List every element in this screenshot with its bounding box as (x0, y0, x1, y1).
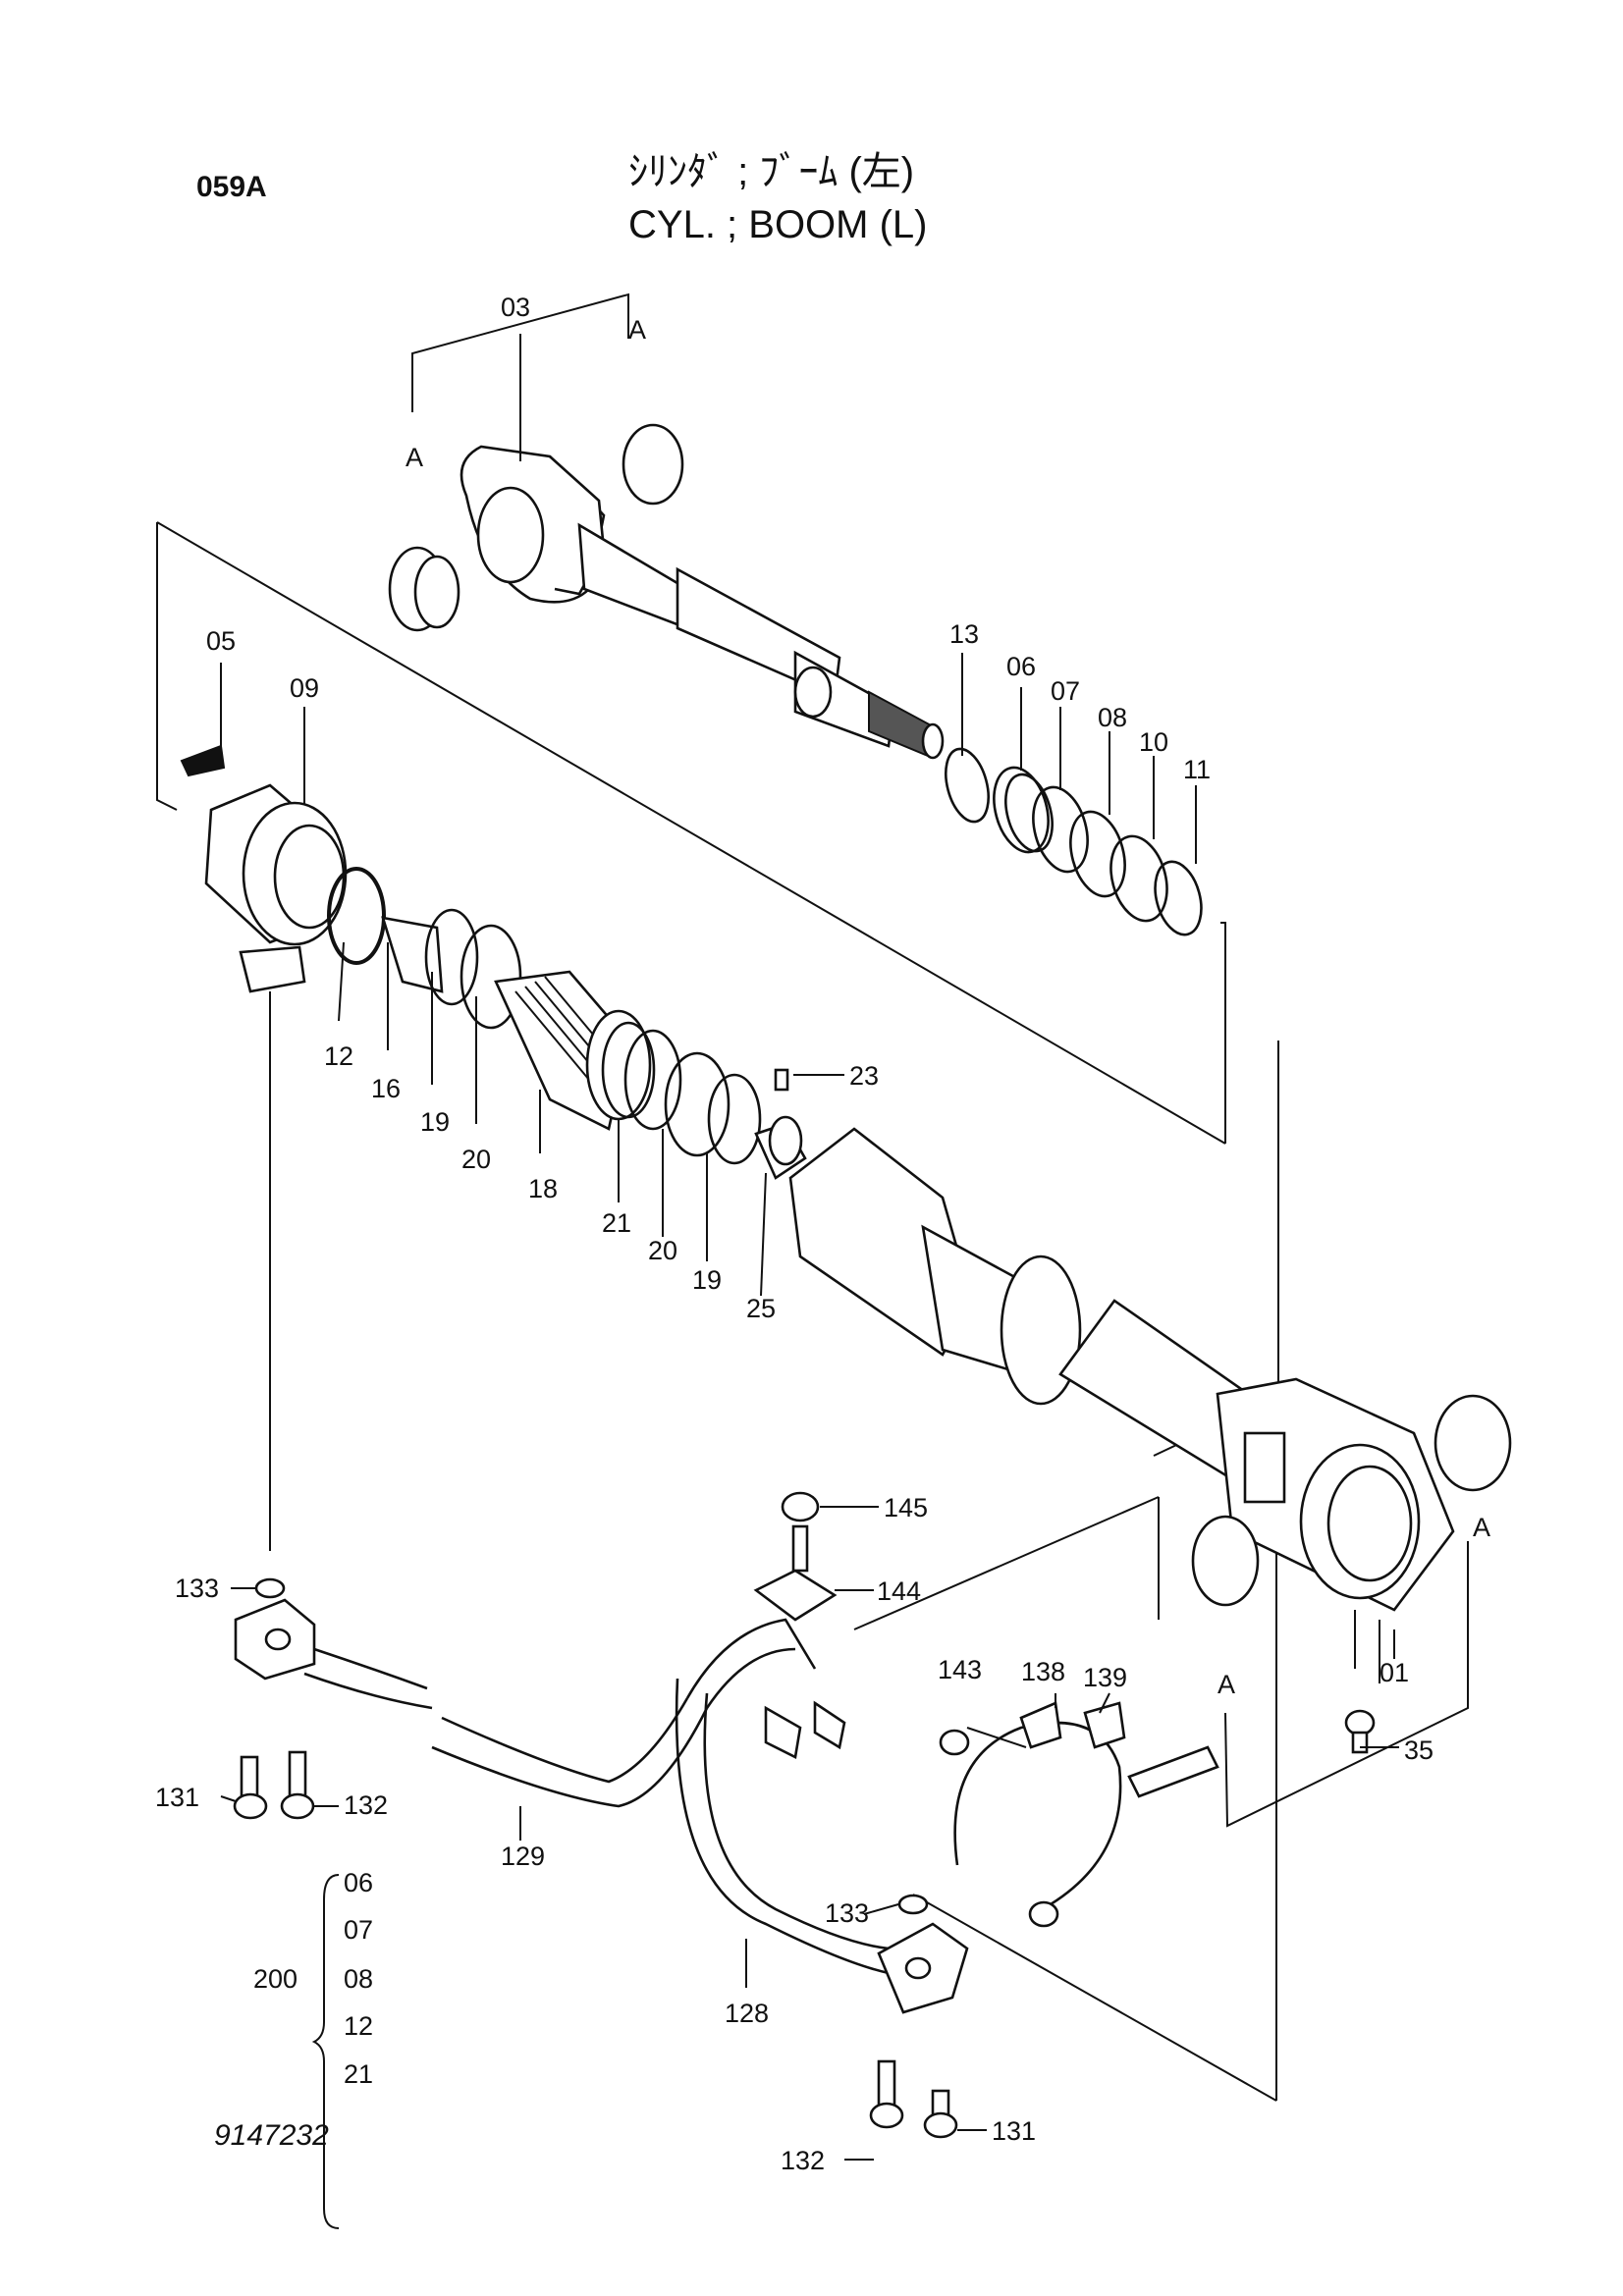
title-japanese: ｼﾘﾝﾀﾞ ; ﾌﾞｰﾑ (左) (628, 150, 914, 193)
callout-06: 06 (1006, 652, 1036, 681)
piping (233, 1491, 1376, 2139)
kit-item: 08 (344, 1964, 373, 1994)
callout-131: 131 (992, 2116, 1036, 2146)
kit-item: 21 (344, 2059, 373, 2089)
callout-133: 133 (175, 1574, 219, 1603)
callout-09: 09 (290, 673, 319, 703)
callout-20: 20 (648, 1236, 677, 1265)
callout-16: 16 (371, 1074, 401, 1103)
title-english: CYL. ; BOOM (L) (628, 203, 928, 246)
callout-143: 143 (938, 1655, 982, 1684)
ref-mark-a: A (1473, 1513, 1490, 1542)
callout-139: 139 (1083, 1663, 1127, 1692)
callout-132: 132 (344, 1790, 388, 1820)
ref-mark-a: A (406, 443, 423, 472)
piston-parts (381, 908, 807, 1180)
cylinder-tube (788, 1127, 1512, 1612)
callout-10: 10 (1139, 727, 1168, 757)
callout-132: 132 (781, 2146, 825, 2175)
callout-19: 19 (692, 1265, 722, 1295)
callout-12: 12 (324, 1041, 353, 1071)
callout-145: 145 (884, 1493, 928, 1522)
callout-20: 20 (461, 1145, 491, 1174)
kit-item: 12 (344, 2011, 373, 2041)
callout-131: 131 (155, 1783, 199, 1812)
rod-seals (945, 747, 1203, 936)
cylinder-head (180, 744, 386, 993)
callout-21: 21 (602, 1208, 631, 1238)
callout-144: 144 (877, 1576, 921, 1606)
seal-kit: 200 06 07 08 12 21 (253, 1868, 373, 2089)
leader-lines (220, 334, 1399, 2229)
kit-item: 07 (344, 1915, 373, 1945)
callout-08: 08 (1098, 703, 1127, 732)
rod-assembly (388, 293, 945, 760)
ref-mark-a: A (1217, 1670, 1235, 1699)
drawing-number: 9147232 (214, 2119, 329, 2152)
callout-01: 01 (1380, 1658, 1409, 1687)
callout-35: 35 (1404, 1735, 1434, 1765)
callout-19: 19 (420, 1107, 450, 1137)
kit-number: 200 (253, 1964, 298, 1994)
kit-item: 06 (344, 1868, 373, 1897)
callout-138: 138 (1021, 1657, 1065, 1686)
callout-13: 13 (949, 619, 979, 649)
callout-07: 07 (1051, 676, 1080, 706)
callout-133: 133 (825, 1898, 869, 1928)
callout-23: 23 (849, 1061, 879, 1091)
callout-129: 129 (501, 1842, 545, 1871)
ref-mark-a: A (628, 315, 646, 345)
callout-11: 11 (1183, 755, 1211, 784)
callout-05: 05 (206, 626, 236, 656)
callout-03: 03 (501, 293, 530, 322)
callout-128: 128 (725, 1999, 769, 2028)
part-callouts: 03 05 09 13 06 07 08 10 11 12 16 19 20 1… (155, 293, 1434, 2175)
page-code: 059A (196, 171, 267, 203)
callout-25: 25 (746, 1294, 776, 1323)
callout-18: 18 (528, 1174, 558, 1203)
